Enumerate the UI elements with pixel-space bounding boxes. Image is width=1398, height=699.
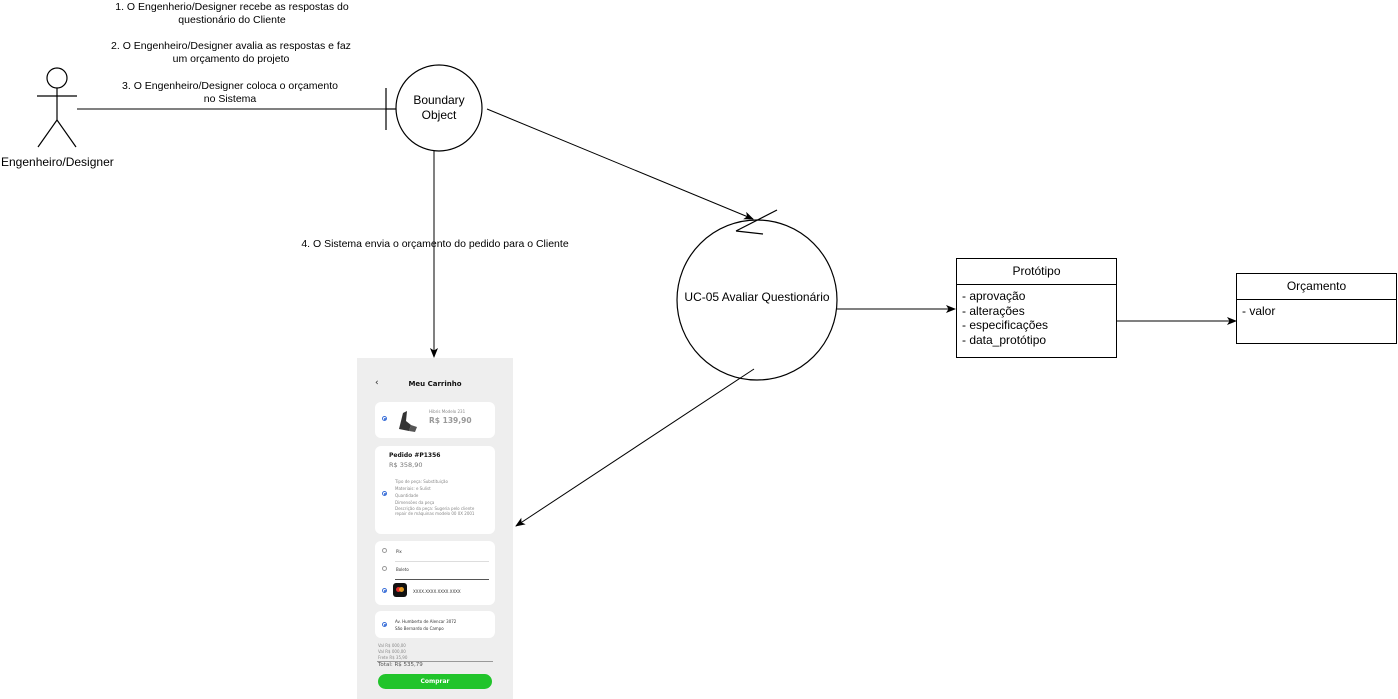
order-detail: Tipo de peça: Substituição (395, 479, 448, 484)
summary-line: Frete R$ 35,90 (378, 655, 408, 660)
prototipo-class-box[interactable]: Protótipo - aprovação - alterações - esp… (956, 258, 1117, 358)
card-radio[interactable] (382, 588, 387, 593)
control-label: UC-05 Avaliar Questionário (684, 290, 830, 304)
step-4-line: 4. O Sistema envia o orçamento do pedido… (301, 238, 569, 250)
address-line-2: São Bernardo do Campo (395, 626, 444, 631)
boundary-object-shape (385, 64, 483, 152)
back-icon[interactable]: ‹ (375, 378, 379, 388)
phone-mockup: ‹ Meu Carrinho Hibris Modelo 231 R$ 139,… (357, 358, 513, 699)
prototipo-attr: - alterações (962, 303, 1025, 318)
step-3-line-2: no Sistema (203, 93, 257, 105)
orcamento-attr: - valor (1242, 304, 1276, 318)
pix-label: Pix (396, 549, 402, 554)
step-2-note: 2. O Engenheiro/Designer avalia as respo… (100, 40, 362, 66)
prototipo-attr: - especificações (962, 318, 1049, 332)
item-select-radio[interactable] (382, 416, 387, 421)
address-line-1: Av. Humberto de Alencar 3072 (395, 619, 457, 624)
order-detail: Dimensões da peça (395, 500, 435, 505)
item-name: Hibris Modelo 231 (429, 409, 466, 414)
boleto-radio[interactable] (382, 566, 387, 571)
order-select-radio[interactable] (382, 491, 387, 496)
step-1-line-1: 1. O Engenherio/Designer recebe as respo… (115, 1, 349, 13)
orcamento-class-attributes: - valor (1237, 300, 1396, 323)
orcamento-class-box[interactable]: Orçamento - valor (1236, 273, 1397, 344)
step-2-line-1: 2. O Engenheiro/Designer avalia as respo… (111, 40, 351, 52)
summary-divider (377, 661, 493, 662)
boundary-label: Boundary Object (399, 93, 479, 123)
cart-item-card[interactable]: Hibris Modelo 231 R$ 139,90 (375, 402, 495, 438)
item-price: R$ 139,90 (429, 416, 472, 425)
buy-button[interactable]: Comprar (378, 674, 492, 689)
boleto-label: Boleto (396, 567, 409, 572)
mastercard-icon (393, 583, 407, 597)
order-card[interactable]: Pedido #P1356 R$ 358,90 Tipo de peça: Su… (375, 446, 495, 534)
prototipo-attr: - aprovação (962, 289, 1026, 303)
prototipo-attr: - data_protótipo (962, 332, 1047, 347)
order-detail: Quantidade (395, 493, 419, 498)
prototipo-class-attributes: - aprovação - alterações - especificaçõe… (957, 285, 1116, 351)
boundary-to-control-arrow (486, 108, 754, 220)
payment-divider (395, 579, 489, 580)
step-2-line-2: um orçamento do projeto (172, 53, 290, 65)
step-1-note: 1. O Engenherio/Designer recebe as respo… (104, 1, 360, 27)
step-1-line-2: questionário do Cliente (178, 14, 286, 26)
control-object-shape (676, 209, 838, 381)
payment-divider (395, 561, 489, 562)
summary-line: Val R$ 000,00 (378, 649, 406, 654)
payment-card: Pix Boleto XXXX.XXXX.XXXX.XXXX (375, 541, 495, 605)
order-price: R$ 358,90 (389, 461, 423, 469)
address-card[interactable]: Av. Humberto de Alencar 3072 São Bernard… (375, 611, 495, 638)
step-4-note: 4. O Sistema envia o orçamento do pedido… (285, 238, 585, 251)
order-detail: repair de máquinas modelo 00 0X 2001 (395, 511, 475, 516)
order-total: Total: R$ 535,79 (378, 662, 423, 668)
product-image (399, 411, 417, 432)
pix-radio[interactable] (382, 548, 387, 553)
order-title: Pedido #P1356 (389, 452, 441, 459)
prototipo-class-title: Protótipo (957, 259, 1116, 285)
address-radio[interactable] (382, 622, 387, 627)
step-3-line-1: 3. O Engenheiro/Designer coloca o orçame… (122, 80, 338, 92)
orcamento-class-title: Orçamento (1237, 274, 1396, 300)
actor-label: Engenheiro/Designer (1, 155, 114, 169)
order-details: Tipo de peça: Substituição Materiais: e … (395, 478, 474, 516)
actor-figure (37, 67, 77, 148)
order-detail: Materiais: e Sulist (395, 486, 431, 491)
cart-title: Meu Carrinho (408, 380, 462, 388)
boundary-label-line-2: Object (421, 108, 457, 122)
order-detail: Descrição da peça: Sugeria pelo cliente (395, 506, 475, 511)
order-summary: Val R$ 000,00 Val R$ 000,00 Frete R$ 35,… (378, 643, 407, 661)
step-3-note: 3. O Engenheiro/Designer coloca o orçame… (110, 80, 350, 106)
control-to-phone-arrow (515, 368, 755, 527)
card-number: XXXX.XXXX.XXXX.XXXX (413, 589, 461, 594)
boundary-label-line-1: Boundary (413, 93, 465, 107)
summary-line: Val R$ 000,00 (378, 643, 406, 648)
